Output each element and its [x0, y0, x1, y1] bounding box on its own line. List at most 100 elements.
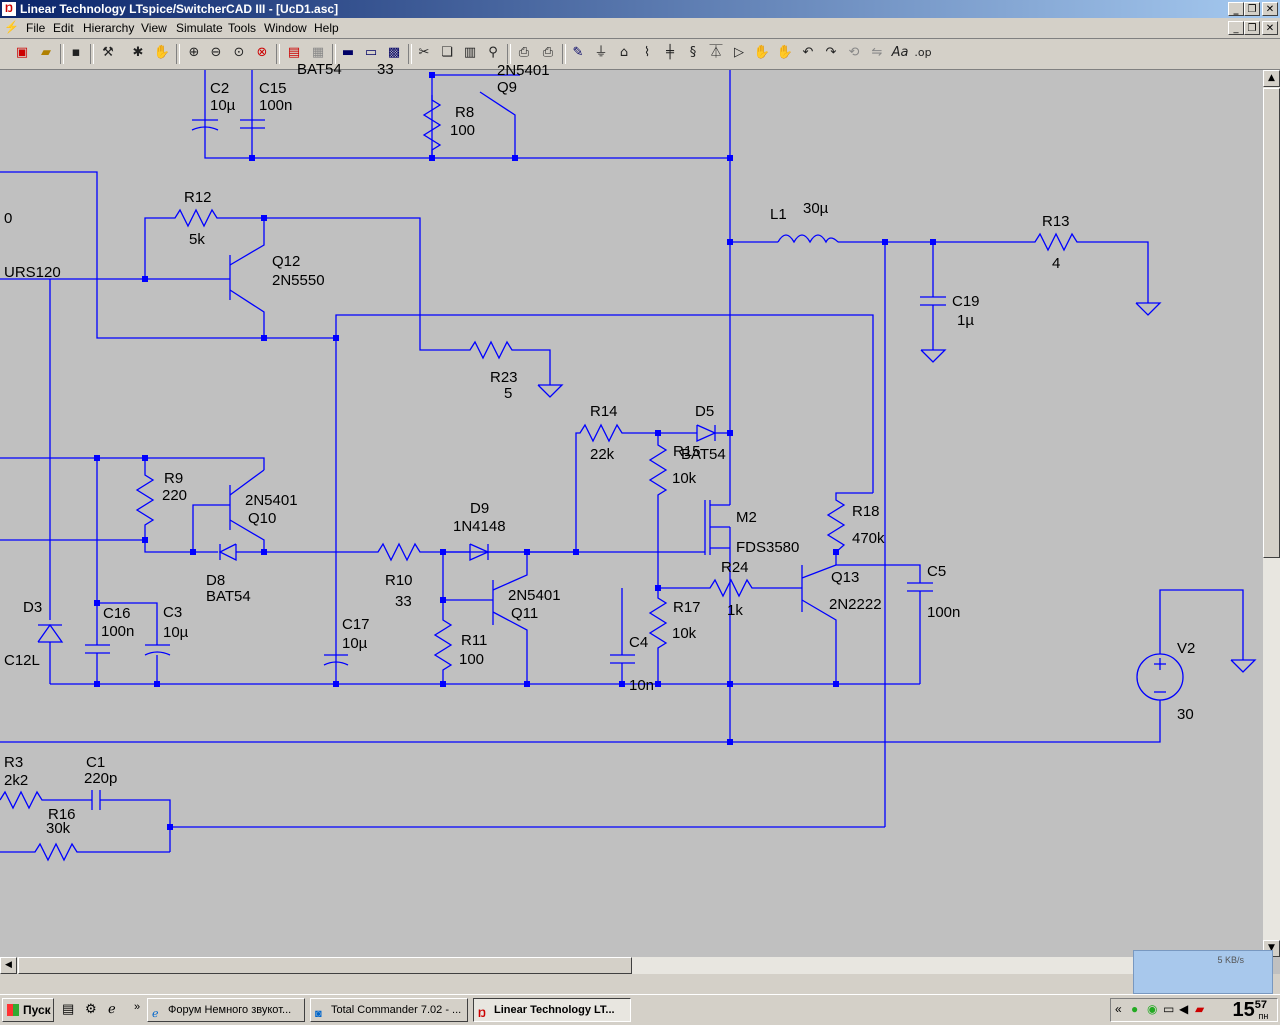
status-bar [0, 974, 1280, 994]
start-button[interactable]: Пуск [2, 998, 54, 1022]
close-button[interactable]: ✕ [1262, 2, 1278, 16]
zoom-area-icon[interactable]: ⊙ [233, 45, 245, 60]
menu-tools[interactable]: Tools [228, 21, 257, 35]
toolbar: ▣ ▰ ▪ ⚒ ✱ ✋ ⊕ ⊖ ⊙ ⊗ ▤ ▦ ▬ ▭ ▩ ✂ ❏ ▥ ⚲ ⎙ … [0, 39, 1280, 70]
task-total-commander-label: Total Commander 7.02 - ... [331, 1004, 462, 1016]
child-window-icon[interactable]: ⚡ [4, 20, 19, 34]
diode-icon[interactable]: ⏄ [709, 45, 723, 60]
label-r23: R23 [490, 369, 518, 386]
waveform-icon[interactable]: ▤ [287, 45, 301, 60]
menu-help[interactable]: Help [314, 21, 339, 35]
label-r18: R18 [852, 503, 880, 520]
task-forum[interactable]: ℯ Форум Немного звукот... [147, 998, 305, 1022]
ltspice-logo-icon[interactable]: Ŋ [2, 2, 16, 16]
menu-hierarchy[interactable]: Hierarchy [83, 21, 135, 35]
label-r3-val: 2k2 [4, 772, 28, 789]
horizontal-scrollbar[interactable]: ◀ [0, 957, 1263, 974]
label-r24-val: 1k [727, 602, 743, 619]
print-icon[interactable]: ⎙ [542, 45, 554, 60]
label-c12l: C12L [4, 652, 40, 669]
menu-edit[interactable]: Edit [53, 21, 74, 35]
run-icon[interactable]: ✱ [132, 45, 144, 60]
minimize-button[interactable]: _ [1228, 2, 1244, 16]
find-icon[interactable]: ⚲ [488, 45, 498, 60]
menu-file[interactable]: File [26, 21, 46, 35]
tile-icon[interactable]: ▬ [341, 45, 355, 60]
schematic-canvas[interactable]: BAT54 33 2N5401 Q9 C2 10µ C15 100n R8 10… [0, 61, 1263, 957]
wire-icon[interactable]: ✎ [572, 45, 584, 60]
print-setup-icon[interactable]: ⎙ [518, 45, 530, 60]
cascade-icon[interactable]: ▭ [364, 45, 378, 60]
tray-volume-icon[interactable]: ◀ [1179, 1002, 1189, 1016]
pan-icon[interactable]: ✋ [153, 45, 171, 60]
label-q12: Q12 [272, 253, 300, 270]
scroll-up-button[interactable]: ▲ [1263, 70, 1280, 87]
label-v2: V2 [1177, 640, 1195, 657]
total-commander-icon: ◙ [315, 1008, 322, 1020]
label-r11: R11 [461, 632, 487, 649]
drag-icon[interactable]: ✋ [776, 45, 794, 60]
open-icon[interactable]: ▰ [41, 45, 51, 60]
waveform-grid-icon[interactable]: ▦ [311, 45, 325, 60]
resistor-icon[interactable]: ⌇ [643, 45, 651, 60]
rotate-icon[interactable]: ⟲ [848, 45, 860, 60]
quicklaunch-app-icon[interactable]: ⚙ [85, 1001, 97, 1016]
maximize-button[interactable]: ❐ [1244, 2, 1260, 16]
redo-icon[interactable]: ↷ [825, 45, 837, 60]
clock[interactable]: 1557 пн [1233, 999, 1269, 1022]
zoom-in-icon[interactable]: ⊕ [188, 45, 200, 60]
label-r13-val: 4 [1052, 255, 1060, 272]
label-r8-val: 100 [450, 122, 475, 139]
label-r12: R12 [184, 189, 212, 206]
menu-simulate[interactable]: Simulate [176, 21, 223, 35]
scroll-left-button[interactable]: ◀ [0, 957, 17, 974]
vertical-scroll-thumb[interactable] [1263, 88, 1280, 558]
spice-directive-icon[interactable]: .op [914, 46, 932, 59]
label-icon[interactable]: ⌂ [619, 45, 629, 60]
title-bar[interactable]: Ŋ Linear Technology LTspice/SwitcherCAD … [0, 0, 1280, 18]
ground-icon[interactable]: ⏚ [594, 45, 608, 60]
tray-chevron-icon[interactable]: « [1115, 1002, 1122, 1016]
close-windows-icon[interactable]: ▩ [387, 45, 401, 60]
undo-icon[interactable]: ↶ [802, 45, 814, 60]
task-total-commander[interactable]: ◙ Total Commander 7.02 - ... [310, 998, 468, 1022]
tray-utorrent-icon[interactable]: ◉ [1147, 1002, 1158, 1016]
inductor-icon[interactable]: § [689, 45, 697, 60]
v2-symbols [1154, 658, 1166, 693]
component-labels: BAT54 33 2N5401 Q9 C2 10µ C15 100n R8 10… [4, 61, 1195, 837]
mirror-icon[interactable]: ⇋ [871, 45, 883, 60]
cut-icon[interactable]: ✂ [418, 45, 430, 60]
child-restore-button[interactable]: ❐ [1244, 21, 1260, 35]
tray-network-icon[interactable]: ● [1131, 1002, 1139, 1016]
label-c1: C1 [86, 754, 105, 771]
paste-icon[interactable]: ▥ [463, 45, 477, 60]
quicklaunch-chevron-icon[interactable]: » [134, 1001, 141, 1013]
menu-view[interactable]: View [141, 21, 167, 35]
tray-monitor-icon[interactable]: ▭ [1163, 1002, 1175, 1016]
save-icon[interactable]: ▪ [71, 45, 81, 60]
tray-flag-icon[interactable]: ▰ [1195, 1002, 1205, 1016]
vertical-scrollbar[interactable]: ▲ ▼ [1263, 70, 1280, 957]
new-schematic-icon[interactable]: ▣ [15, 45, 29, 60]
child-close-button[interactable]: ✕ [1262, 21, 1278, 35]
label-c17: C17 [342, 616, 370, 633]
zoom-cancel-icon[interactable]: ⊗ [256, 45, 268, 60]
quicklaunch-show-desktop-icon[interactable]: ▤ [62, 1001, 75, 1016]
label-c2: C2 [210, 80, 229, 97]
text-icon[interactable]: Aa [891, 45, 909, 60]
label-d5-model: BAT54 [681, 446, 726, 463]
child-minimize-button[interactable]: _ [1228, 21, 1244, 35]
component-icon[interactable]: ▷ [734, 45, 744, 60]
move-icon[interactable]: ✋ [753, 45, 771, 60]
horizontal-scroll-thumb[interactable] [18, 957, 632, 974]
copy-icon[interactable]: ❏ [441, 45, 453, 60]
task-forum-label: Форум Немного звукот... [168, 1004, 292, 1016]
capacitor-icon[interactable]: ╪ [666, 45, 674, 60]
zoom-out-icon[interactable]: ⊖ [210, 45, 222, 60]
quicklaunch-ie-icon[interactable]: ℯ [108, 1001, 116, 1016]
hammer-icon[interactable]: ⚒ [102, 45, 114, 60]
junction-dots [94, 72, 936, 830]
label-d9: D9 [470, 500, 489, 517]
menu-window[interactable]: Window [264, 21, 307, 35]
task-ltspice[interactable]: Ŋ Linear Technology LT... [473, 998, 631, 1022]
